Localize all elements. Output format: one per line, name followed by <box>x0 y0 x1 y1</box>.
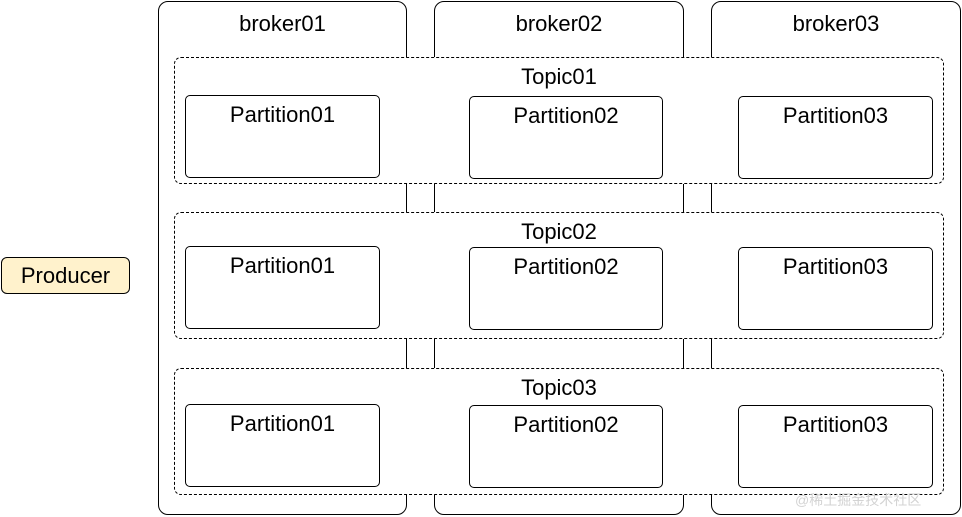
partition-box: Partition01 <box>185 95 380 178</box>
partition-box: Partition03 <box>738 247 933 330</box>
broker-label: broker02 <box>515 11 603 36</box>
topic-label: Topic03 <box>521 375 597 400</box>
topic-label: Topic02 <box>521 219 597 244</box>
broker-label: broker01 <box>239 11 326 36</box>
partition-box: Partition01 <box>185 246 380 329</box>
partition-box: Partition02 <box>469 405 663 488</box>
partition-box: Partition03 <box>738 96 933 179</box>
producer-label: Producer <box>20 263 111 288</box>
partition-box: Partition02 <box>469 247 663 330</box>
partition-label: Partition01 <box>229 411 336 436</box>
topic-label: Topic01 <box>521 64 597 89</box>
partition-label: Partition03 <box>782 254 889 279</box>
watermark: @稀土掘金技术社区 <box>795 492 922 508</box>
partition-box: Partition03 <box>738 405 933 488</box>
partition-label: Partition01 <box>229 102 336 127</box>
broker-label: broker03 <box>792 11 880 36</box>
partition-box: Partition02 <box>469 96 663 179</box>
partition-label: Partition03 <box>782 103 889 128</box>
partition-label: Partition03 <box>782 412 889 437</box>
producer-node: Producer <box>1 257 130 294</box>
partition-box: Partition01 <box>185 404 380 487</box>
partition-label: Partition02 <box>513 103 619 128</box>
partition-label: Partition02 <box>513 412 619 437</box>
partition-label: Partition01 <box>229 253 336 278</box>
partition-label: Partition02 <box>513 254 619 279</box>
